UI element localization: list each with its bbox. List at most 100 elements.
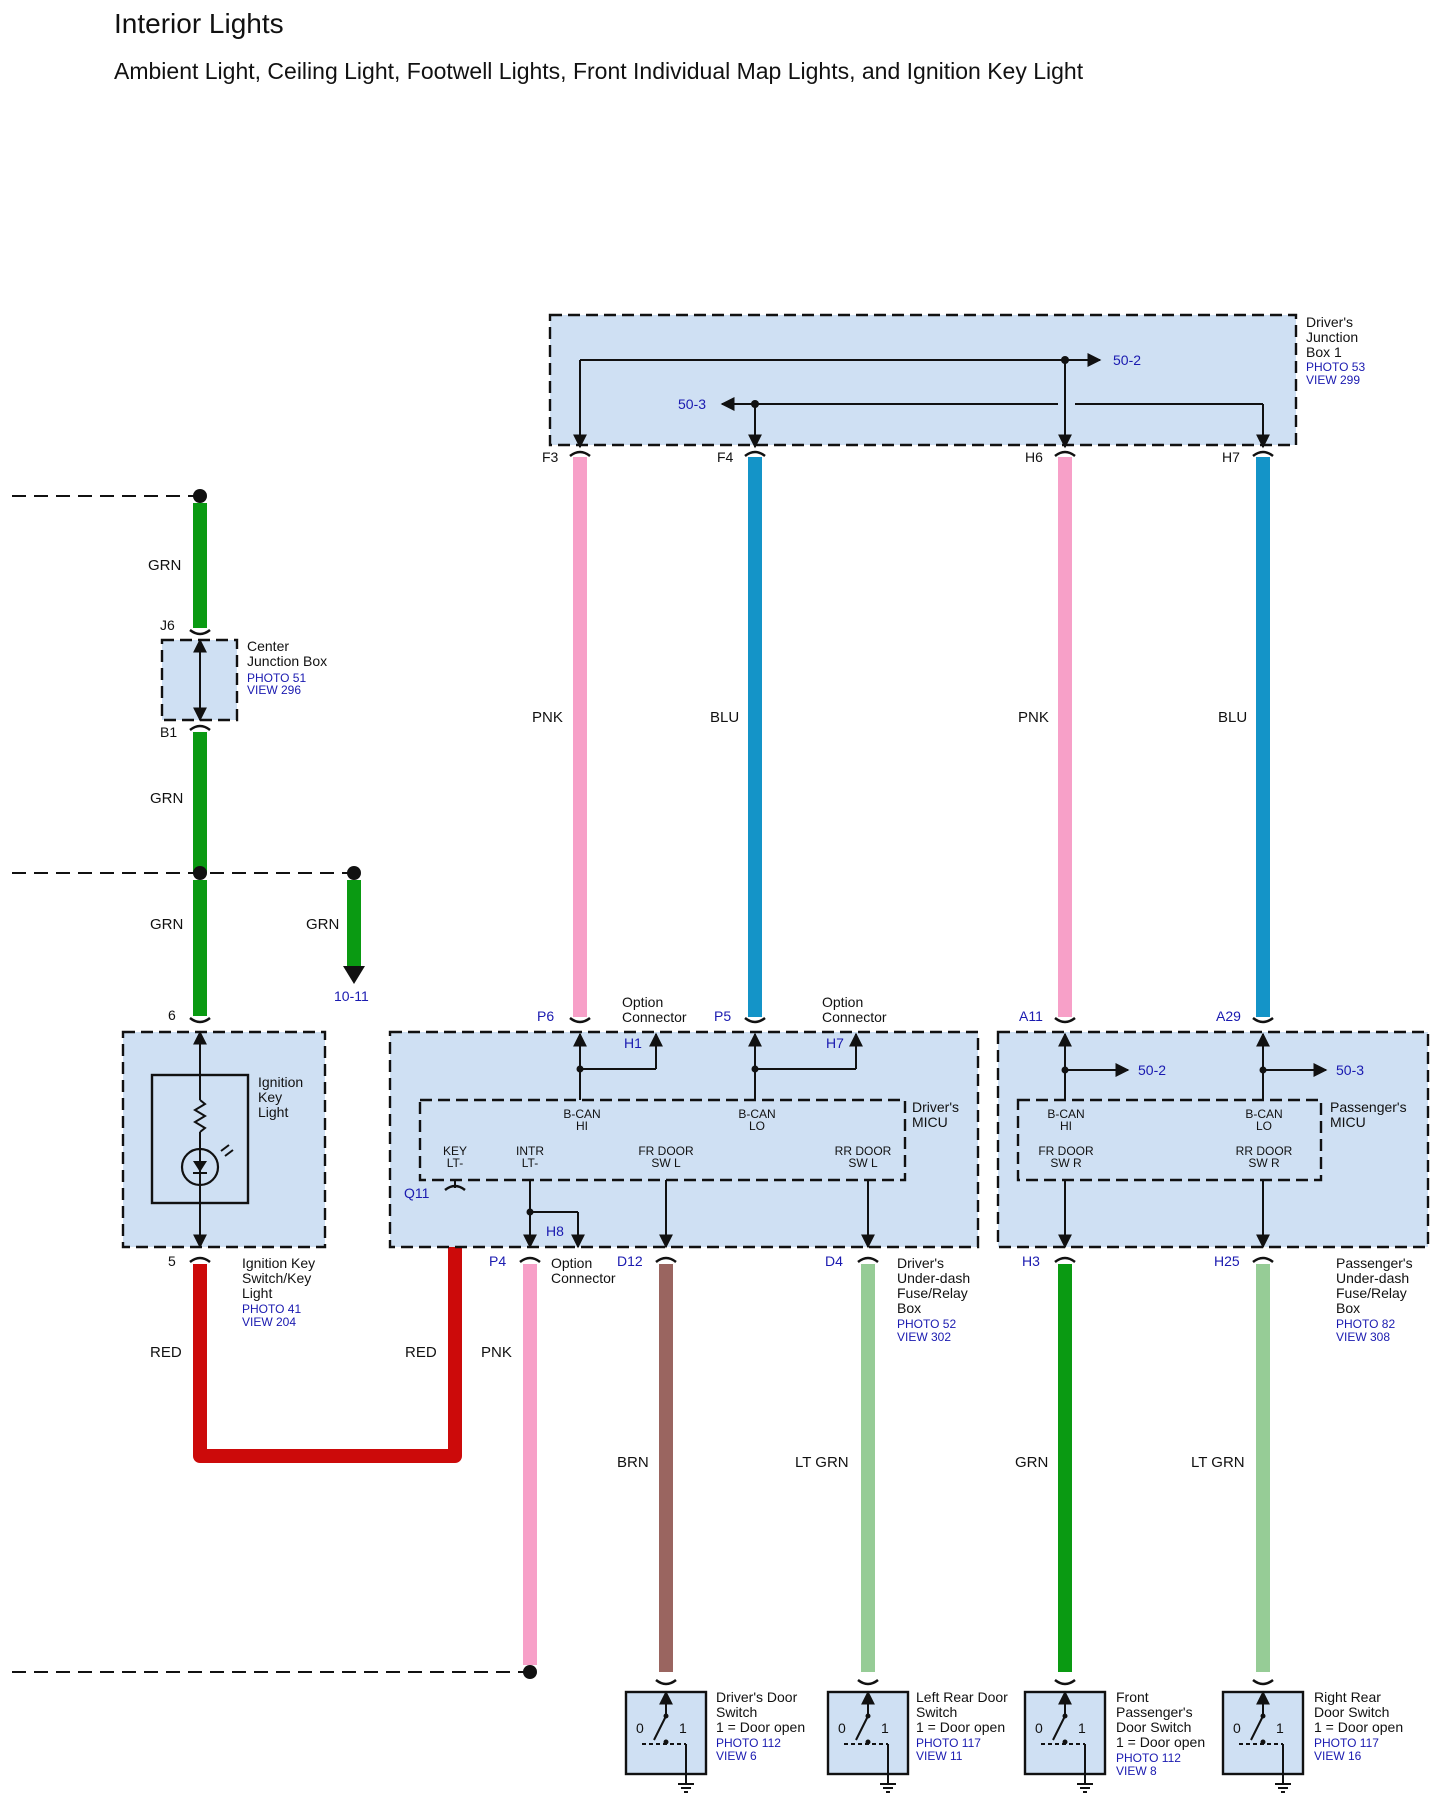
pin-h3: H3 [1022, 1253, 1040, 1269]
dufrb-label-3: Fuse/Relay [897, 1285, 968, 1301]
cjb-photo-link[interactable]: PHOTO 51 [247, 671, 306, 685]
option-connector-1-line1: Option [622, 994, 663, 1010]
switch-1-view-link[interactable]: VIEW 6 [716, 1749, 757, 1763]
splice-mid [193, 866, 207, 880]
djb1-photo-link[interactable]: PHOTO 53 [1306, 360, 1365, 374]
switch-state-1: 1 [1276, 1720, 1284, 1736]
cap-j6 [189, 628, 211, 636]
option-connector-3-line2: Connector [551, 1270, 616, 1286]
wire-label-grn-top: GRN [148, 557, 181, 574]
splice-branch [347, 866, 361, 880]
switch-1-photo-link[interactable]: PHOTO 112 [716, 1736, 781, 1750]
wire-label-red-left: RED [150, 1344, 182, 1361]
ground-icon [1077, 1783, 1093, 1793]
pin-j6: J6 [160, 617, 175, 633]
pufrb-photo-link[interactable]: PHOTO 82 [1336, 1317, 1395, 1331]
ikl-label-1: Ignition [258, 1074, 303, 1090]
dm-key-2: LT- [447, 1156, 463, 1170]
cjb-label-1: Center [247, 638, 289, 654]
wire-label-blu-h7: BLU [1218, 709, 1247, 726]
dmicu-bottom-caps [519, 1256, 879, 1264]
switch-3-photo-link[interactable]: PHOTO 112 [1116, 1751, 1181, 1765]
ground-icon [678, 1783, 694, 1793]
iks-view-link[interactable]: VIEW 204 [242, 1315, 296, 1329]
page-subtitle: Ambient Light, Ceiling Light, Footwell L… [114, 58, 1084, 84]
djb1-label-3: Box 1 [1306, 344, 1342, 360]
pin-h1: H1 [624, 1035, 642, 1051]
switch-4-photo-link[interactable]: PHOTO 117 [1314, 1736, 1379, 1750]
pin-p6: P6 [537, 1008, 554, 1024]
pmicu-internal-wiring [1058, 1032, 1328, 1249]
wire-label-grn-low: GRN [150, 916, 183, 933]
wire-label-grn-branch: GRN [306, 916, 339, 933]
ikl-label-2: Key [258, 1089, 282, 1105]
dufrb-photo-link[interactable]: PHOTO 52 [897, 1317, 956, 1331]
dm-intr-2: LT- [522, 1156, 538, 1170]
switch-3-label-4: 1 = Door open [1116, 1734, 1205, 1750]
wire-label-brn-d12: BRN [617, 1454, 649, 1471]
wire-label-grn-mid: GRN [150, 790, 183, 807]
switch-2-label-2: Switch [916, 1704, 957, 1720]
dm-bcan-hi-2: HI [576, 1119, 588, 1133]
pin-f4: F4 [717, 449, 734, 465]
djb1-view-link[interactable]: VIEW 299 [1306, 373, 1360, 387]
pmicu-bottom-caps [1054, 1256, 1274, 1264]
pm-bcan-lo-1: B-CAN [1245, 1107, 1282, 1121]
option-connector-3-line1: Option [551, 1255, 592, 1271]
option-connector-1-line2: Connector [622, 1009, 687, 1025]
passengers-micu-inner [1016, 1098, 1323, 1182]
iks-label-3: Light [242, 1285, 272, 1301]
dufrb-label-2: Under-dash [897, 1270, 970, 1286]
passengers-micu-outer [996, 1030, 1430, 1249]
switch-1-label-3: 1 = Door open [716, 1719, 805, 1735]
dmicu-label-1: Driver's [912, 1099, 959, 1115]
cap-b1 [189, 724, 211, 732]
switch-state-0: 0 [636, 1720, 644, 1736]
ikl-label-3: Light [258, 1104, 288, 1120]
pin-a29: A29 [1216, 1008, 1241, 1024]
pin-f3: F3 [542, 449, 559, 465]
switch-2-photo-link[interactable]: PHOTO 117 [916, 1736, 981, 1750]
arrow-to-10-11 [343, 966, 365, 984]
switch-4-view-link[interactable]: VIEW 16 [1314, 1749, 1362, 1763]
wire-label-ltgrn-d4: LT GRN [795, 1454, 849, 1471]
pm-bcan-lo-2: LO [1256, 1119, 1272, 1133]
pmicu-label-2: MICU [1330, 1114, 1366, 1130]
switch-2-view-link[interactable]: VIEW 11 [916, 1749, 963, 1763]
ref-50-3-pm: 50-3 [1336, 1062, 1364, 1078]
pm-frdoor-2: SW R [1050, 1156, 1082, 1170]
splice-top [193, 489, 207, 503]
dufrb-view-link[interactable]: VIEW 302 [897, 1330, 951, 1344]
dm-intr-1: INTR [516, 1144, 544, 1158]
pufrb-label-4: Box [1336, 1300, 1360, 1316]
wire-label-pnk-f3: PNK [532, 709, 563, 726]
option-connector-2-line2: Connector [822, 1009, 887, 1025]
dm-frdoor-2: SW L [651, 1156, 681, 1170]
dmicu-internal-wiring [454, 1032, 875, 1249]
pin-h7: H7 [1222, 449, 1240, 465]
pin-d12: D12 [617, 1253, 643, 1269]
wire-label-blu-f4: BLU [710, 709, 739, 726]
drivers-micu-outer [388, 1030, 980, 1249]
pm-bcan-hi-1: B-CAN [1047, 1107, 1084, 1121]
cap-q11 [444, 1184, 466, 1192]
pin-6: 6 [168, 1007, 176, 1023]
wire-label-pnk-p4: PNK [481, 1344, 512, 1361]
dmicu-label-2: MICU [912, 1114, 948, 1130]
ground-icon [1275, 1783, 1291, 1793]
cjb-view-link[interactable]: VIEW 296 [247, 683, 301, 697]
switch-state-0: 0 [1035, 1720, 1043, 1736]
switch-3-label-2: Passenger's [1116, 1704, 1193, 1720]
switch-3-view-link[interactable]: VIEW 8 [1116, 1764, 1157, 1778]
pm-rrdoor-2: SW R [1248, 1156, 1280, 1170]
switch-state-0: 0 [1233, 1720, 1241, 1736]
switch-1-label-1: Driver's Door [716, 1689, 798, 1705]
pufrb-view-link[interactable]: VIEW 308 [1336, 1330, 1390, 1344]
pufrb-label-1: Passenger's [1336, 1255, 1413, 1271]
dm-bcan-lo-1: B-CAN [738, 1107, 775, 1121]
dm-rrdoor-1: RR DOOR [835, 1144, 892, 1158]
iks-photo-link[interactable]: PHOTO 41 [242, 1302, 301, 1316]
